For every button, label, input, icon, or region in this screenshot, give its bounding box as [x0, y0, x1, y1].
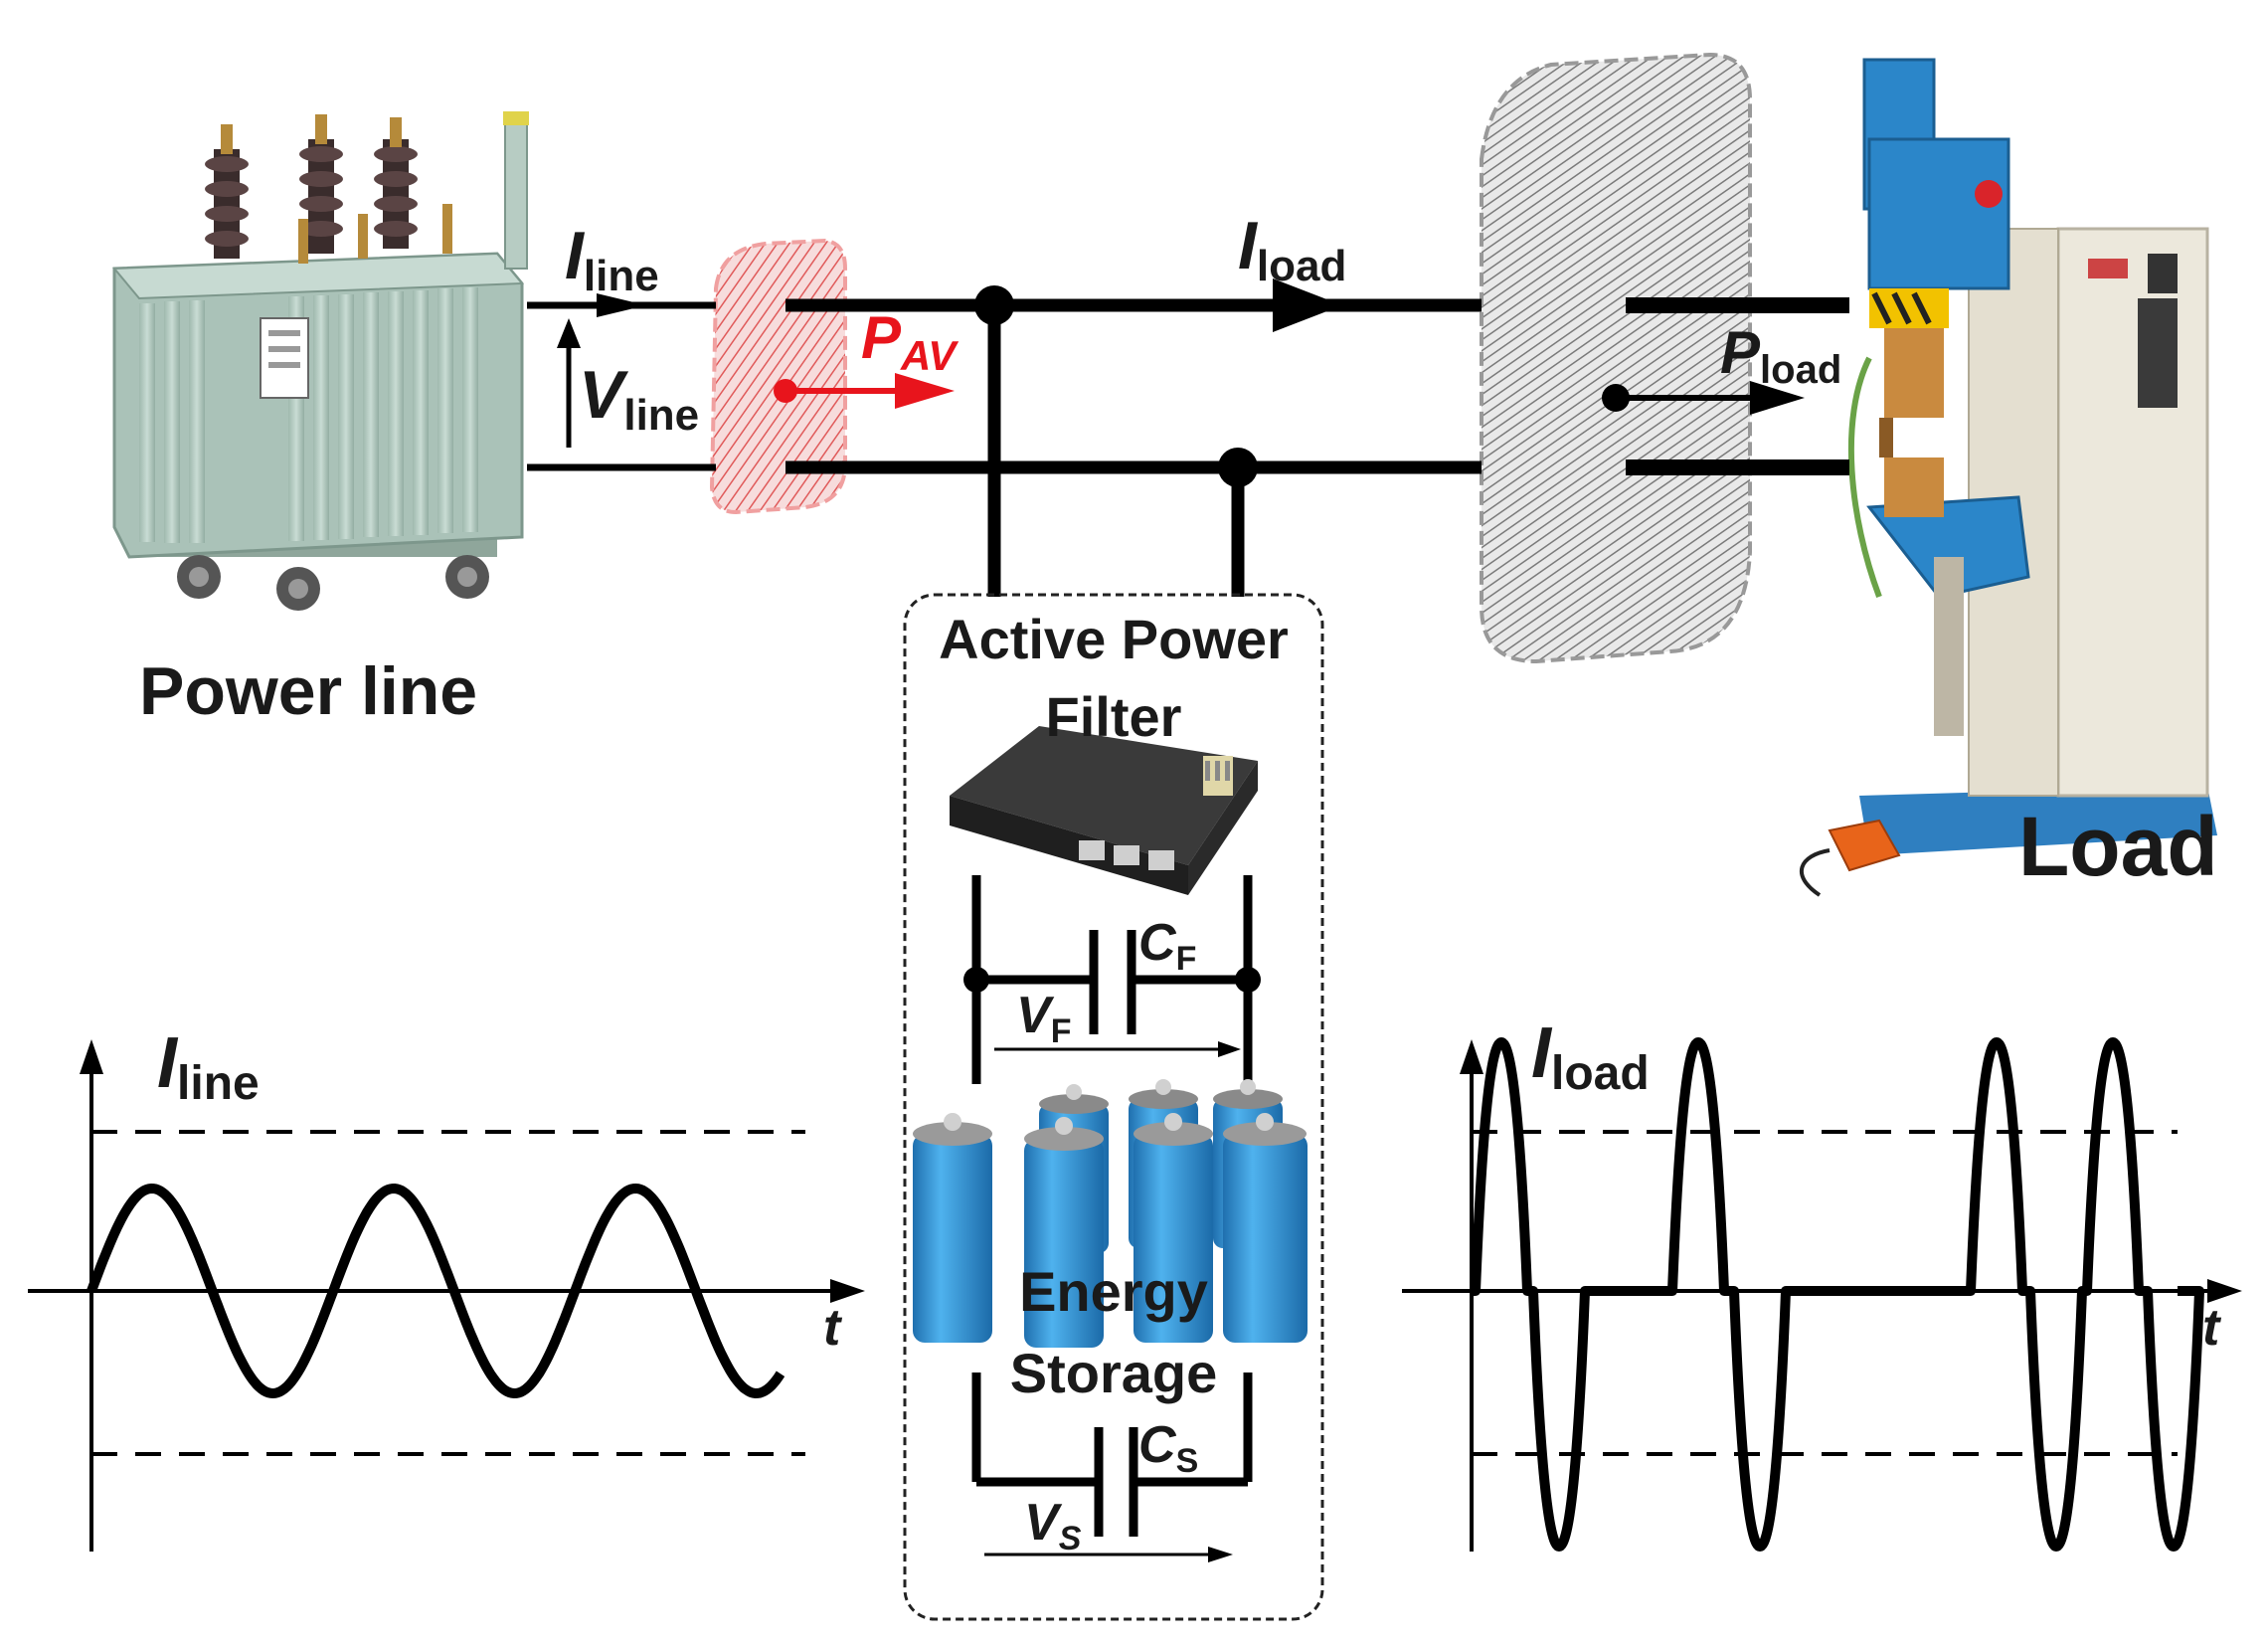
junction-node-bottom — [1218, 448, 1258, 487]
i-line-plot — [28, 1039, 865, 1552]
spot-welder-icon — [1799, 58, 2217, 897]
junction-node-top — [974, 285, 1014, 325]
capacitor-bank-icon — [913, 1079, 1308, 1348]
c-f-symbol: CF — [1138, 914, 1196, 978]
power-transformer-icon — [111, 111, 529, 611]
p-av-symbol: PAV — [861, 304, 959, 379]
p-av-arrow-icon — [774, 373, 955, 409]
active-power-filter-box — [903, 593, 1324, 1621]
circuit-wires — [527, 297, 1849, 597]
v-line-arrow-icon — [557, 318, 581, 448]
p-load-arrow-icon — [1602, 381, 1805, 415]
i-load-waveform — [1471, 1037, 2204, 1552]
t-axis-label-right: t — [2202, 1299, 2222, 1357]
v-s-symbol: VS — [1024, 1494, 1082, 1557]
es-title-line1: Energy — [1019, 1260, 1208, 1323]
t-axis-label-left: t — [823, 1299, 843, 1357]
filter-capacitor-circuit — [971, 875, 1253, 1084]
p-load-symbol: Pload — [1720, 319, 1841, 392]
storage-capacitor-circuit — [971, 1372, 1253, 1537]
i-line-waveform — [87, 1183, 785, 1399]
v-f-arrow-icon — [994, 1041, 1241, 1057]
i-load-arrow-icon — [1273, 278, 1342, 332]
igbt-module-icon — [950, 726, 1258, 895]
load-label: Load — [2018, 800, 2218, 893]
c-s-symbol: CS — [1138, 1416, 1198, 1480]
plot-i-line-symbol: Iline — [157, 1023, 260, 1110]
load-measurement-plane — [1480, 52, 1752, 664]
i-load-symbol: Iload — [1238, 208, 1346, 290]
power-line-label: Power line — [139, 653, 477, 729]
v-s-arrow-icon — [984, 1547, 1233, 1562]
es-title-line2: Storage — [1010, 1342, 1218, 1404]
plot-i-load-symbol: Iload — [1531, 1013, 1650, 1100]
apf-title-line2: Filter — [1046, 685, 1182, 748]
v-line-symbol: Vline — [579, 357, 699, 440]
v-f-symbol: VF — [1016, 987, 1071, 1050]
apf-title-line1: Active Power — [939, 608, 1289, 670]
i-line-symbol: Iline — [565, 218, 659, 300]
i-line-arrow-icon — [597, 293, 646, 317]
i-load-plot — [1402, 1037, 2242, 1552]
